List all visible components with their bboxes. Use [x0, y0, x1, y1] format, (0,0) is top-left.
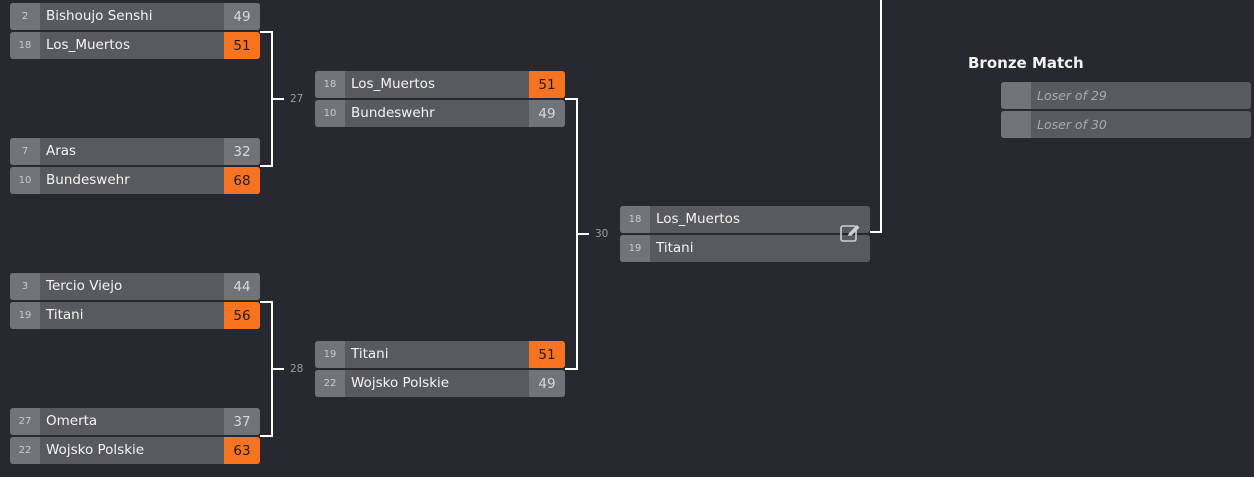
team-slot[interactable]: 2 Bishoujo Senshi 49	[10, 3, 260, 30]
team-name: Wojsko Polskie	[46, 442, 145, 458]
team-slot[interactable]: 19 Titani	[620, 235, 870, 262]
score: 44	[224, 273, 260, 300]
bracket-connector	[260, 165, 272, 167]
placeholder-name: Loser of 30	[1037, 117, 1107, 132]
team-name: Bundeswehr	[351, 105, 435, 121]
score-winner: 63	[224, 437, 260, 464]
team-slot[interactable]: Loser of 30	[1001, 111, 1251, 138]
bracket-connector	[272, 98, 284, 100]
score-winner: 51	[224, 32, 260, 59]
seed: 2	[10, 3, 40, 30]
team-slot[interactable]: 19 Titani 51	[315, 341, 565, 368]
bracket-connector	[260, 31, 272, 33]
match-number: 30	[595, 228, 609, 240]
team-name: Los_Muertos	[656, 211, 740, 227]
seed: 3	[10, 273, 40, 300]
match-number: 27	[290, 93, 304, 105]
score: 49	[529, 100, 565, 127]
team-name: Titani	[656, 240, 694, 256]
seed: 18	[620, 206, 650, 233]
team-name: Omerta	[46, 413, 98, 429]
team-name: Tercio Viejo	[46, 278, 123, 294]
score: 37	[224, 408, 260, 435]
team-slot[interactable]: 10 Bundeswehr 49	[315, 100, 565, 127]
team-slot[interactable]: 27 Omerta 37	[10, 408, 260, 435]
team-name: Titani	[351, 346, 389, 362]
bracket-connector	[272, 368, 284, 370]
team-slot[interactable]: 3 Tercio Viejo 44	[10, 273, 260, 300]
team-slot[interactable]: 10 Bundeswehr 68	[10, 167, 260, 194]
score: 32	[224, 138, 260, 165]
edit-pencil-icon[interactable]	[839, 222, 863, 244]
seed: 22	[315, 370, 345, 397]
seed: 22	[10, 437, 40, 464]
seed: 18	[10, 32, 40, 59]
team-slot[interactable]: 18 Los_Muertos	[620, 206, 870, 233]
bracket-connector	[565, 368, 577, 370]
score-winner: 68	[224, 167, 260, 194]
team-name: Aras	[46, 143, 77, 159]
seed	[1001, 82, 1031, 109]
team-slot[interactable]: 22 Wojsko Polskie 49	[315, 370, 565, 397]
team-name: Bishoujo Senshi	[46, 8, 153, 24]
team-name: Wojsko Polskie	[351, 375, 450, 391]
team-name: Los_Muertos	[46, 37, 130, 53]
placeholder-name: Loser of 29	[1037, 88, 1107, 103]
team-name: Bundeswehr	[46, 172, 130, 188]
score-winner: 51	[529, 341, 565, 368]
seed	[1001, 111, 1031, 138]
team-slot[interactable]: 22 Wojsko Polskie 63	[10, 437, 260, 464]
seed: 19	[10, 302, 40, 329]
bracket-connector	[577, 233, 589, 235]
team-slot[interactable]: 18 Los_Muertos 51	[10, 32, 260, 59]
bracket-connector	[260, 301, 272, 303]
team-slot[interactable]: 7 Aras 32	[10, 138, 260, 165]
team-slot[interactable]: 19 Titani 56	[10, 302, 260, 329]
seed: 27	[10, 408, 40, 435]
seed: 19	[315, 341, 345, 368]
seed: 10	[10, 167, 40, 194]
seed: 7	[10, 138, 40, 165]
score-winner: 51	[529, 71, 565, 98]
seed: 19	[620, 235, 650, 262]
bronze-match-title: Bronze Match	[968, 54, 1084, 72]
score-winner: 56	[224, 302, 260, 329]
bracket-connector	[565, 98, 577, 100]
score: 49	[529, 370, 565, 397]
bracket-connector	[870, 231, 882, 233]
team-slot[interactable]: Loser of 29	[1001, 82, 1251, 109]
team-name: Los_Muertos	[351, 76, 435, 92]
seed: 18	[315, 71, 345, 98]
bracket-connector	[880, 0, 882, 233]
match-number: 28	[290, 363, 304, 375]
team-name: Titani	[46, 307, 84, 323]
bracket-connector	[260, 435, 272, 437]
team-slot[interactable]: 18 Los_Muertos 51	[315, 71, 565, 98]
score: 49	[224, 3, 260, 30]
seed: 10	[315, 100, 345, 127]
